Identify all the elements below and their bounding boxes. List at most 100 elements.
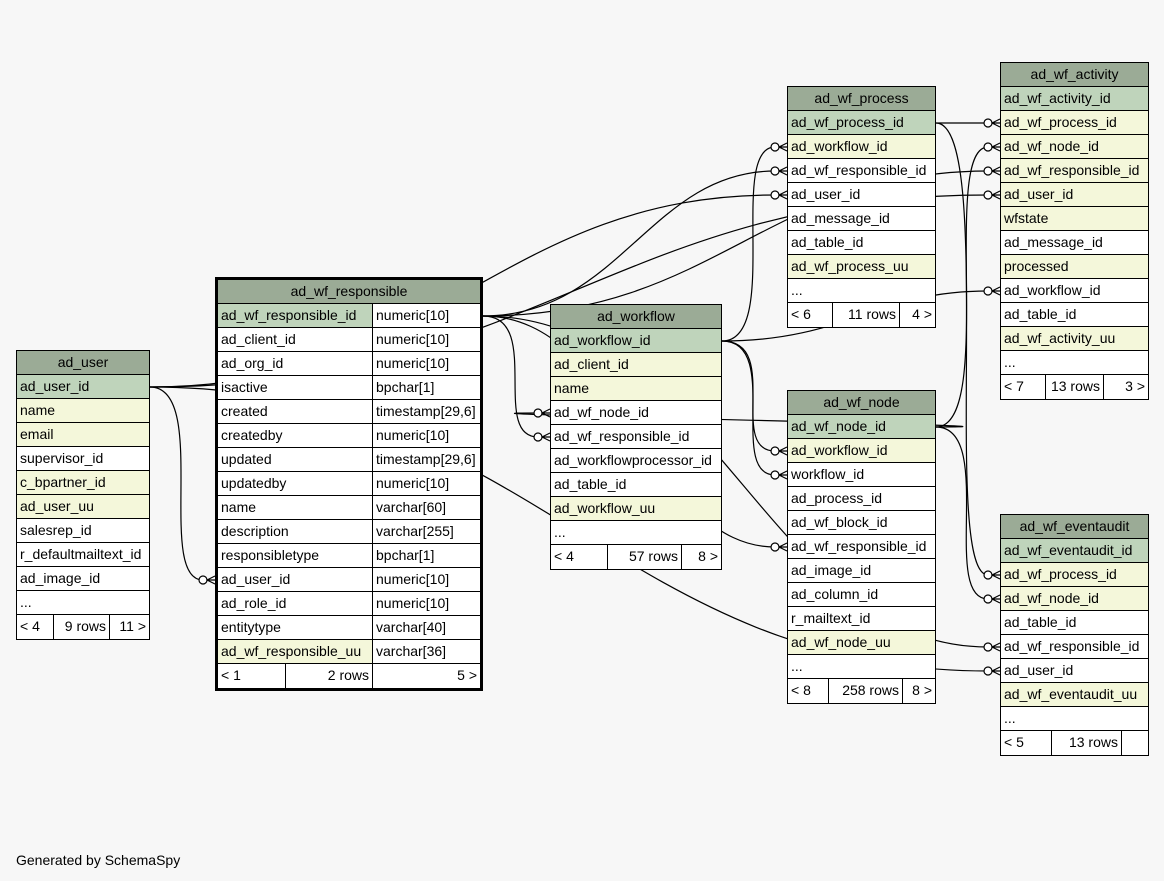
column-row[interactable]: ad_message_id xyxy=(788,207,935,231)
column-row[interactable]: r_mailtext_id xyxy=(788,607,935,631)
table-title[interactable]: ad_user xyxy=(17,351,149,375)
column-row[interactable]: ad_table_id xyxy=(1001,611,1148,635)
table-title[interactable]: ad_wf_eventaudit xyxy=(1001,515,1148,539)
column-row[interactable]: ad_wf_eventaudit_uu xyxy=(1001,683,1148,707)
column-row[interactable]: supervisor_id xyxy=(17,447,149,471)
table-title[interactable]: ad_wf_process xyxy=(788,87,935,111)
column-row[interactable]: ad_wf_activity_uu xyxy=(1001,327,1148,351)
column-row[interactable]: ad_workflow_id xyxy=(551,329,721,353)
column-row[interactable]: workflow_id xyxy=(788,463,935,487)
children-count[interactable]: 8 > xyxy=(681,545,721,569)
column-row[interactable]: name xyxy=(551,377,721,401)
column-row[interactable]: ad_wf_node_id xyxy=(1001,587,1148,611)
parents-count[interactable]: < 1 xyxy=(221,667,241,683)
column-row[interactable]: r_defaultmailtext_id xyxy=(17,543,149,567)
column-row[interactable]: ad_wf_responsible_id xyxy=(1001,159,1148,183)
column-row[interactable]: ad_wf_block_id xyxy=(788,511,935,535)
column-row[interactable]: ad_wf_node_id xyxy=(788,415,935,439)
column-row[interactable]: ... xyxy=(788,655,935,679)
column-row[interactable]: ad_table_id xyxy=(788,231,935,255)
table-title[interactable]: ad_wf_activity xyxy=(1001,63,1148,87)
column-row[interactable]: ad_client_id xyxy=(551,353,721,377)
row-count[interactable]: 11 rows xyxy=(832,303,899,327)
table-title[interactable]: ad_wf_responsible xyxy=(218,280,480,304)
parents-count[interactable]: < 8 xyxy=(791,682,811,698)
column-row[interactable]: ad_image_id xyxy=(788,559,935,583)
parents-count[interactable]: < 5 xyxy=(1004,734,1024,750)
column-row[interactable]: ad_wf_responsible_id xyxy=(788,159,935,183)
column-row[interactable]: ... xyxy=(17,591,149,615)
column-row[interactable]: ... xyxy=(788,279,935,303)
column-row[interactable]: ad_column_id xyxy=(788,583,935,607)
table-title[interactable]: ad_workflow xyxy=(551,305,721,329)
row-count[interactable]: 258 rows xyxy=(828,679,902,703)
row-count[interactable]: 2 rows xyxy=(285,664,372,688)
column-row[interactable]: ... xyxy=(1001,707,1148,731)
column-row[interactable]: ad_user_id xyxy=(1001,183,1148,207)
column-row[interactable]: ad_workflow_id xyxy=(1001,279,1148,303)
column-row[interactable]: ad_wf_responsible_id xyxy=(788,535,935,559)
column-row[interactable]: ad_wf_node_id xyxy=(1001,135,1148,159)
column-row[interactable]: ad_workflowprocessor_id xyxy=(551,449,721,473)
parents-count[interactable]: < 4 xyxy=(554,548,574,564)
column-row[interactable]: ad_wf_responsible_id xyxy=(1001,635,1148,659)
children-count[interactable] xyxy=(1121,731,1148,755)
column-row[interactable]: ... xyxy=(551,521,721,545)
column-row[interactable]: ad_wf_node_uu xyxy=(788,631,935,655)
row-count[interactable]: 57 rows xyxy=(607,545,681,569)
column-row[interactable]: wfstate xyxy=(1001,207,1148,231)
column-row[interactable]: ad_process_id xyxy=(788,487,935,511)
column-row[interactable]: ad_user_id xyxy=(1001,659,1148,683)
column-row[interactable]: ad_workflow_uu xyxy=(551,497,721,521)
row-count[interactable]: 13 rows xyxy=(1045,375,1103,399)
column-row[interactable]: processed xyxy=(1001,255,1148,279)
column-row[interactable]: ad_wf_eventaudit_id xyxy=(1001,539,1148,563)
column-row[interactable]: ad_wf_responsible_id xyxy=(551,425,721,449)
column-row[interactable]: ad_table_id xyxy=(1001,303,1148,327)
children-count[interactable]: 5 > xyxy=(372,664,480,688)
parents-count[interactable]: < 4 xyxy=(20,618,40,634)
column-row[interactable]: salesrep_id xyxy=(17,519,149,543)
column-row[interactable]: ad_user_id xyxy=(17,375,149,399)
row-count[interactable]: 13 rows xyxy=(1051,731,1121,755)
parents-count[interactable]: < 7 xyxy=(1004,378,1024,394)
column-row[interactable]: ad_wf_node_id xyxy=(551,401,721,425)
column-row[interactable]: email xyxy=(17,423,149,447)
column-row[interactable]: ad_wf_process_id xyxy=(1001,563,1148,587)
column-row[interactable]: ad_wf_process_uu xyxy=(788,255,935,279)
column-row[interactable]: ad_table_id xyxy=(551,473,721,497)
column-row[interactable]: ad_user_id xyxy=(788,183,935,207)
column-row[interactable]: ad_wf_activity_id xyxy=(1001,87,1148,111)
parents-count[interactable]: < 6 xyxy=(791,306,811,322)
column-row[interactable]: ad_wf_process_id xyxy=(788,111,935,135)
column-row[interactable]: ad_image_id xyxy=(17,567,149,591)
column-row[interactable]: ad_user_uu xyxy=(17,495,149,519)
column-row[interactable]: ... xyxy=(1001,351,1148,375)
column-row[interactable]: ad_workflow_id xyxy=(788,135,935,159)
children-count[interactable]: 8 > xyxy=(902,679,935,703)
column-row[interactable]: ad_wf_process_id xyxy=(1001,111,1148,135)
column-row[interactable]: ad_message_id xyxy=(1001,231,1148,255)
children-count[interactable]: 3 > xyxy=(1103,375,1148,399)
column-row[interactable]: name xyxy=(17,399,149,423)
